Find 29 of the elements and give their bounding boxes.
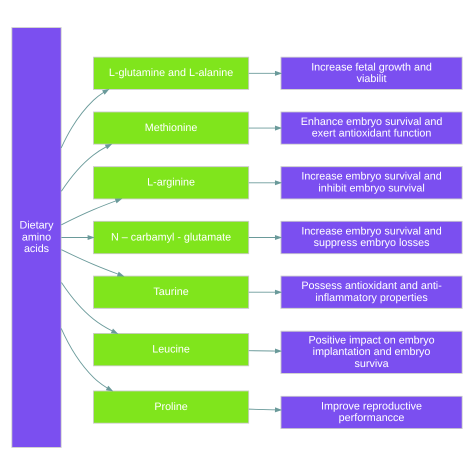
arrow bbox=[60, 143, 112, 192]
node-box: N – carbamyl - glutamate bbox=[93, 220, 250, 254]
node-box: L-arginine bbox=[93, 166, 250, 199]
node-box: Methionine bbox=[93, 110, 250, 144]
node-box: Increase fetal growth and viabilit bbox=[280, 56, 463, 90]
node-box: Leucine bbox=[93, 332, 250, 366]
node-box: Proline bbox=[93, 390, 250, 424]
arrow bbox=[248, 180, 282, 185]
node-box: Improve reproductive performancce bbox=[280, 395, 463, 429]
arrow bbox=[61, 234, 95, 240]
node-box: L-glutamine and L-alanine bbox=[93, 56, 250, 90]
node-box: Increase embryo survival and suppress embryo losses bbox=[280, 220, 463, 254]
arrow bbox=[60, 198, 122, 225]
arrow bbox=[60, 88, 110, 148]
arrow bbox=[248, 289, 282, 294]
node-box: Increase embryo survival and inhibit embryo survival bbox=[280, 166, 463, 199]
arrow bbox=[61, 282, 118, 334]
arrow bbox=[248, 348, 282, 354]
node-box: Dietary amino acids bbox=[11, 26, 62, 448]
arrow bbox=[248, 70, 282, 76]
node-box: Positive impact on embryo implantation and embryo surviva bbox=[280, 330, 463, 374]
node-box: Taurine bbox=[93, 275, 250, 308]
arrow bbox=[248, 406, 282, 412]
arrow bbox=[248, 125, 282, 130]
arrow bbox=[60, 328, 114, 391]
node-box: Enhance embryo survival and exert antioxidant function bbox=[280, 110, 463, 144]
arrow bbox=[248, 234, 282, 240]
arrow bbox=[61, 248, 124, 276]
node-box: Possess antioxidant and anti- inflammatory properties bbox=[280, 275, 463, 308]
